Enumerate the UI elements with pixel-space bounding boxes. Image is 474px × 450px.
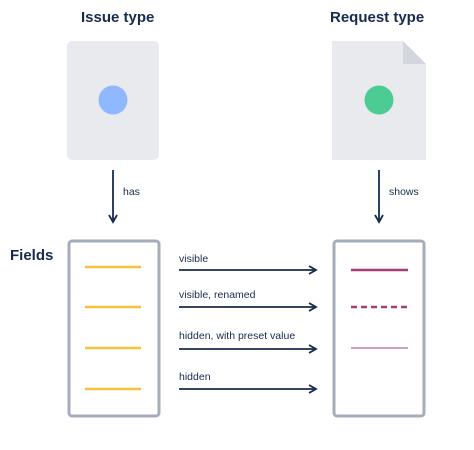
has-label: has xyxy=(123,186,140,198)
shows-label: shows xyxy=(389,186,419,198)
request-type-card-fold-icon xyxy=(403,41,426,64)
issue-type-dot-icon xyxy=(98,85,128,115)
mapping-label: visible, renamed xyxy=(179,289,256,301)
issue-type-title: Issue type xyxy=(81,9,155,26)
mapping-label: hidden xyxy=(179,371,211,383)
request-type-dot-icon xyxy=(364,85,394,115)
mapping-label: hidden, with preset value xyxy=(179,330,296,342)
issue-fields-panel xyxy=(67,239,161,418)
request-fields-panel xyxy=(332,239,426,418)
mapping-label: visible xyxy=(179,253,209,265)
request-type-title: Request type xyxy=(330,9,425,26)
fields-title: Fields xyxy=(10,247,54,264)
